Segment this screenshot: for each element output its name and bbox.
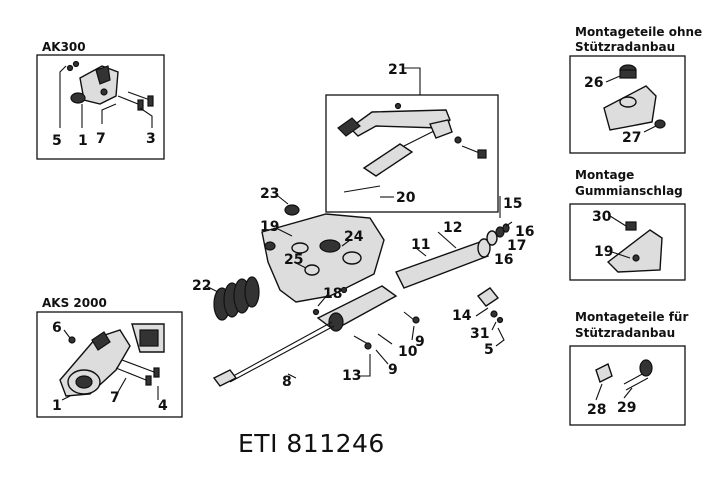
housing-cover [261,213,385,303]
aks2000-stabilizer-coupling [59,323,165,397]
assembly21-label: 21 [388,62,407,78]
label-14: 14 [452,308,472,324]
ak300-label-3: 3 [146,131,156,147]
label-10: 10 [398,344,418,360]
label-16-bottom: 16 [494,252,513,268]
inset-gummi-caption-2: Gummianschlag [575,184,683,198]
gas-spring [362,119,487,177]
aks2000-leader-lines [61,329,159,401]
cap-23 [284,204,300,216]
inset-stuetzrad-fuer-caption-2: Stützradanbau [575,326,675,340]
lever-14 [476,287,500,307]
stuetzrad-fuer-label-29: 29 [617,400,636,416]
gummi-label-19: 19 [594,244,613,260]
aks2000-label-4: 4 [158,398,168,414]
inset-aks2000-caption: AKS 2000 [42,296,107,310]
label-12: 12 [443,220,462,236]
inset-gummianschlag: Montage Gummianschlag 30 19 [569,168,686,281]
inset-gummi-caption-1: Montage [575,168,634,182]
main-assembly: 23 19 24 25 22 18 12 11 15 16 17 16 14 3… [192,186,534,390]
inset-ak300: AK300 5 1 7 3 [36,40,165,160]
label-15: 15 [503,196,522,212]
label-19: 19 [260,219,279,235]
ak300-label-5: 5 [52,133,62,149]
diagram-title: ETI 811246 [238,429,385,458]
inset-aks2000: AKS 2000 6 1 7 4 [36,296,183,418]
inset-stuetzrad-fuer-caption-1: Montageteile für [575,310,688,324]
brake-rod-8 [212,321,335,387]
inset-stuetzrad-fuer-frame [569,345,686,426]
main-leader-lines [205,195,505,379]
inset-stuetzrad-ohne-caption-1: Montageteile ohne [575,25,702,39]
inset-stuetzrad-ohne-caption-2: Stützradanbau [575,40,675,54]
label-5: 5 [484,342,494,358]
stuetzrad-ohne-label-27: 27 [622,130,641,146]
inset-ak300-caption: AK300 [42,40,86,54]
label-16-top: 16 [515,224,534,240]
bellows-22 [213,276,260,321]
stuetzrad-ohne-label-26: 26 [584,75,603,91]
ak300-coupling-head [66,60,154,111]
label-23: 23 [260,186,279,202]
inset-stuetzrad-ohne: Montageteile ohne Stützradanbau 26 27 [569,25,702,154]
label-9-left: 9 [388,362,398,378]
aks2000-label-1: 1 [52,398,62,414]
label-17: 17 [507,238,526,254]
ak300-label-1: 1 [78,133,88,149]
label-25: 25 [284,252,303,268]
ak300-label-7: 7 [96,131,106,147]
label-31: 31 [470,326,489,342]
assembly-21: 21 20 [325,62,499,213]
inset-stuetzrad-fuer: Montageteile für Stützradanbau 28 29 [569,310,688,426]
label-8: 8 [282,374,292,390]
label-24: 24 [344,229,364,245]
label-11: 11 [411,237,430,253]
label-22: 22 [192,278,211,294]
ak300-leader-lines [59,65,153,128]
gummi-label-30: 30 [592,209,612,225]
label-18: 18 [323,286,342,302]
label-13: 13 [342,368,361,384]
stuetzrad-fuer-label-28: 28 [587,402,606,418]
aks2000-label-7: 7 [110,390,120,406]
aks2000-label-6: 6 [52,320,62,336]
drawbar-tube [395,221,513,289]
label-9-right: 9 [415,334,425,350]
assembly21-label-20: 20 [396,190,416,206]
